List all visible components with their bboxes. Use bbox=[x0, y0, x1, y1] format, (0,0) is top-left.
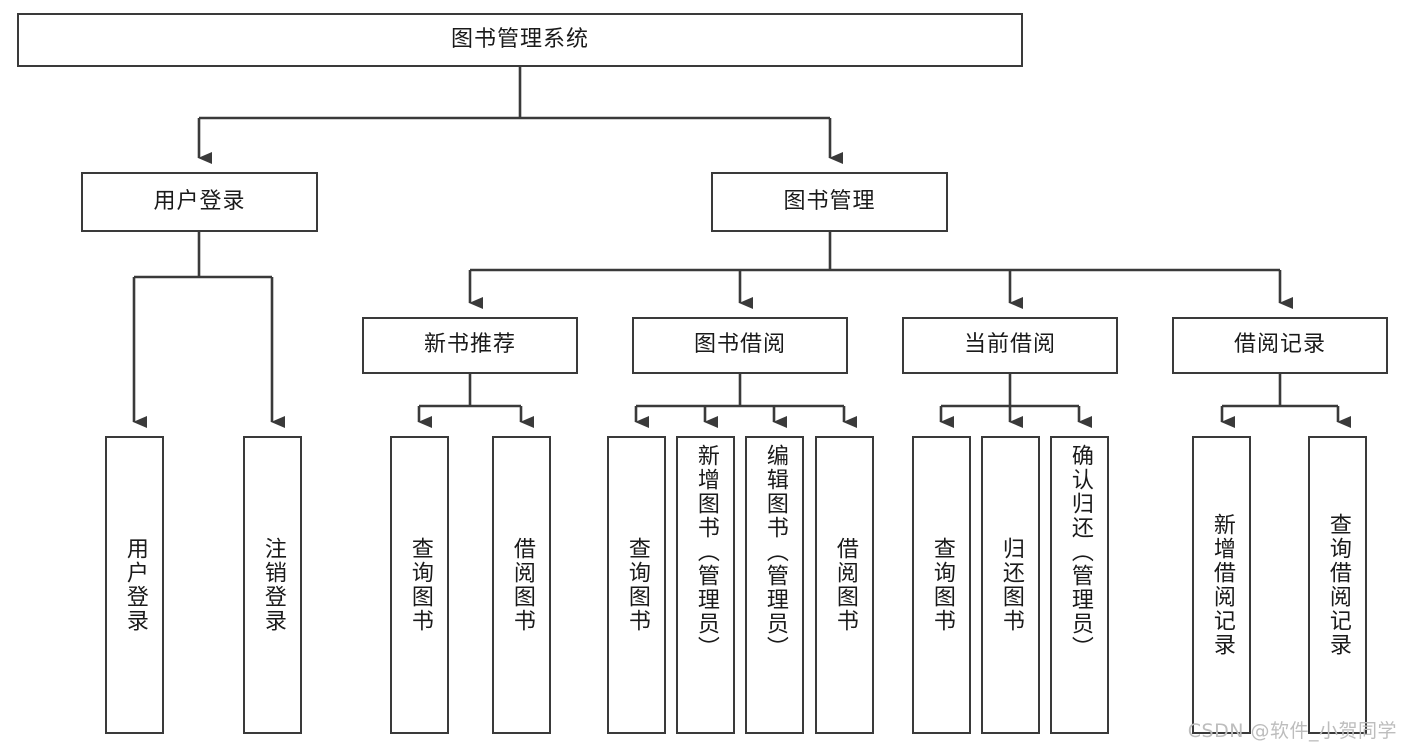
node-root[interactable]: 图书管理系统 bbox=[17, 13, 1023, 67]
node-user-login-label: 用户登录 bbox=[153, 188, 246, 214]
node-leaf-return-book-label: 归还图书 bbox=[998, 537, 1024, 633]
node-leaf-query-book-1-label: 查询图书 bbox=[407, 537, 433, 633]
node-current-borrow-label: 当前借阅 bbox=[963, 332, 1056, 358]
node-book-borrow[interactable]: 图书借阅 bbox=[632, 317, 848, 374]
node-borrow-record-label: 借阅记录 bbox=[1233, 332, 1326, 358]
node-leaf-query-book-1[interactable]: 查询图书 bbox=[390, 436, 449, 734]
node-new-book-recommend[interactable]: 新书推荐 bbox=[362, 317, 578, 374]
node-leaf-query-book-3[interactable]: 查询图书 bbox=[912, 436, 971, 734]
node-leaf-add-book[interactable]: 新增图书（管理员） bbox=[676, 436, 735, 734]
node-leaf-borrow-book-1[interactable]: 借阅图书 bbox=[492, 436, 551, 734]
node-leaf-user-login-label: 用户登录 bbox=[122, 537, 148, 633]
node-leaf-query-record[interactable]: 查询借阅记录 bbox=[1308, 436, 1367, 734]
node-leaf-borrow-book-2-label: 借阅图书 bbox=[832, 537, 858, 633]
node-book-management-label: 图书管理 bbox=[783, 188, 876, 214]
node-leaf-confirm-return[interactable]: 确认归还（管理员） bbox=[1050, 436, 1109, 734]
node-leaf-query-book-3-label: 查询图书 bbox=[929, 537, 955, 633]
node-current-borrow[interactable]: 当前借阅 bbox=[902, 317, 1118, 374]
node-leaf-logout-login-label: 注销登录 bbox=[260, 537, 286, 633]
node-leaf-borrow-book-1-label: 借阅图书 bbox=[509, 537, 535, 633]
node-book-borrow-label: 图书借阅 bbox=[693, 332, 786, 358]
node-leaf-confirm-return-label: 确认归还（管理员） bbox=[1067, 444, 1093, 660]
node-leaf-add-book-label: 新增图书（管理员） bbox=[693, 444, 719, 660]
node-leaf-query-record-label: 查询借阅记录 bbox=[1325, 513, 1351, 657]
node-leaf-borrow-book-2[interactable]: 借阅图书 bbox=[815, 436, 874, 734]
node-new-book-recommend-label: 新书推荐 bbox=[423, 332, 516, 358]
watermark-text: CSDN @软件_小贺同学 bbox=[1187, 720, 1397, 742]
node-leaf-query-book-2-label: 查询图书 bbox=[624, 537, 650, 633]
node-leaf-query-book-2[interactable]: 查询图书 bbox=[607, 436, 666, 734]
node-leaf-edit-book[interactable]: 编辑图书（管理员） bbox=[745, 436, 804, 734]
node-leaf-edit-book-label: 编辑图书（管理员） bbox=[762, 444, 788, 660]
node-leaf-logout-login[interactable]: 注销登录 bbox=[243, 436, 302, 734]
node-book-management[interactable]: 图书管理 bbox=[711, 172, 948, 232]
node-user-login[interactable]: 用户登录 bbox=[81, 172, 318, 232]
node-leaf-return-book[interactable]: 归还图书 bbox=[981, 436, 1040, 734]
node-borrow-record[interactable]: 借阅记录 bbox=[1172, 317, 1388, 374]
node-root-label: 图书管理系统 bbox=[450, 26, 589, 52]
node-leaf-add-record-label: 新增借阅记录 bbox=[1209, 513, 1235, 657]
node-leaf-user-login[interactable]: 用户登录 bbox=[105, 436, 164, 734]
node-leaf-add-record[interactable]: 新增借阅记录 bbox=[1192, 436, 1251, 734]
